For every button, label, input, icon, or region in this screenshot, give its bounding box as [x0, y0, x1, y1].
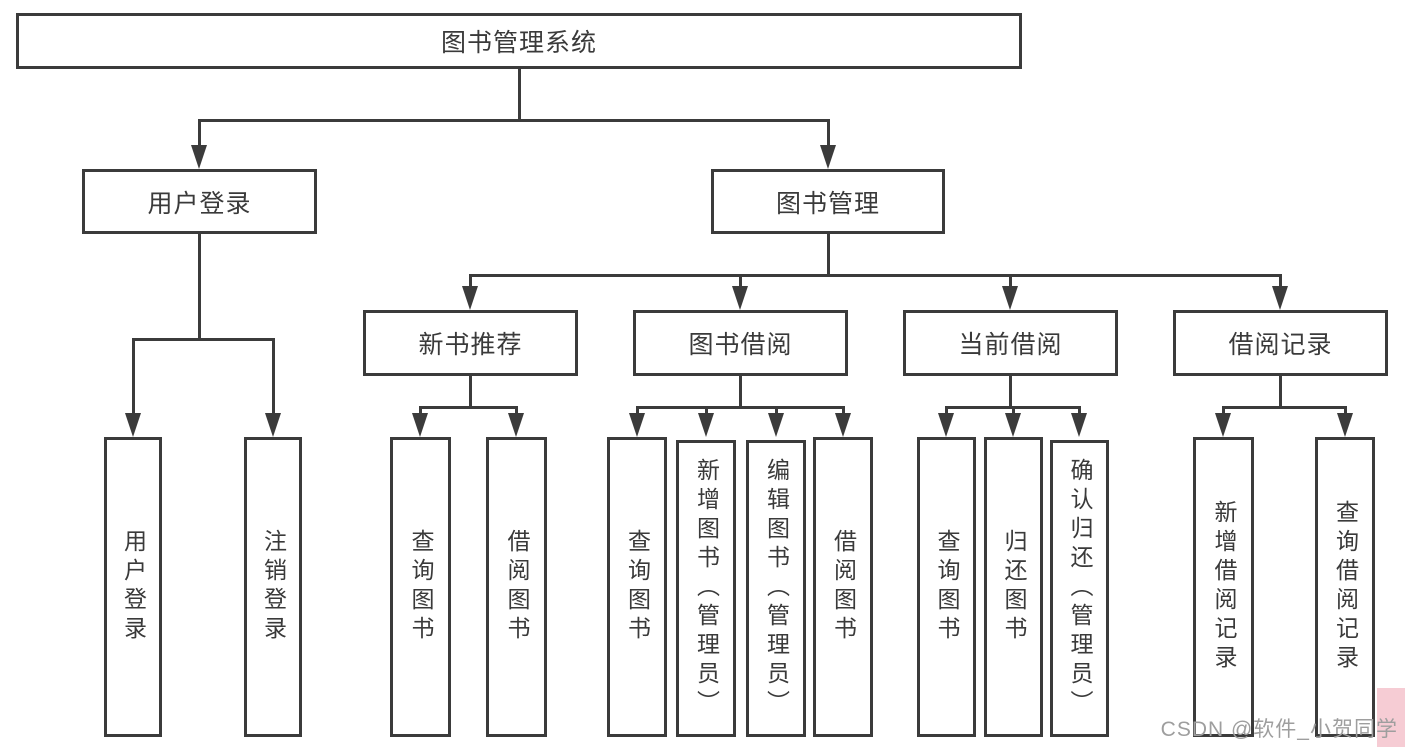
connector-vline — [198, 119, 201, 147]
arrow-down-icon — [938, 413, 954, 437]
leaf-label: 编辑图书（管理员） — [763, 458, 790, 719]
leaf-label: 归还图书 — [1001, 529, 1027, 645]
node-book-management: 图书管理 — [711, 169, 945, 234]
connector-vline — [1279, 376, 1282, 409]
connector-vline — [739, 274, 742, 288]
connector-hline — [1222, 406, 1346, 409]
arrow-down-icon — [1215, 413, 1231, 437]
watermark-highlight — [1377, 688, 1405, 747]
leaf-label: 新增借阅记录 — [1211, 500, 1237, 674]
arrow-down-icon — [732, 286, 748, 310]
arrow-down-icon — [1071, 413, 1087, 437]
leaf-label: 注销登录 — [260, 529, 287, 645]
connector-vline — [198, 234, 201, 338]
leaf-label: 查询图书 — [408, 529, 434, 645]
leaf-edit-books-admin: 编辑图书（管理员） — [746, 440, 806, 737]
connector-vline — [1222, 406, 1225, 414]
connector-vline — [272, 338, 275, 415]
connector-vline — [827, 234, 830, 274]
leaf-label: 借阅图书 — [830, 529, 857, 645]
leaf-label: 确认归还（管理员） — [1067, 458, 1093, 719]
connector-vline — [945, 406, 948, 414]
connector-vline — [469, 376, 472, 409]
connector-vline — [1078, 406, 1081, 414]
arrow-down-icon — [698, 413, 714, 437]
arrow-down-icon — [835, 413, 851, 437]
leaf-logout: 注销登录 — [244, 437, 302, 737]
node-label: 图书管理 — [775, 189, 880, 218]
connector-vline — [1009, 376, 1012, 409]
connector-vline — [1009, 274, 1012, 288]
node-label: 新书推荐 — [418, 331, 523, 359]
connector-vline — [1344, 406, 1347, 414]
connector-vline — [132, 338, 135, 415]
leaf-borrow-books-recommend: 借阅图书 — [486, 437, 547, 737]
leaf-borrow-books: 借阅图书 — [813, 437, 873, 737]
arrow-down-icon — [412, 413, 428, 437]
connector-vline — [419, 406, 422, 414]
connector-vline — [842, 406, 845, 414]
node-root: 图书管理系统 — [16, 13, 1022, 69]
node-root-label: 图书管理系统 — [440, 29, 597, 57]
connector-hline — [132, 338, 274, 341]
connector-hline — [419, 406, 517, 409]
arrow-down-icon — [508, 413, 524, 437]
connector-vline — [827, 119, 830, 147]
arrow-down-icon — [1272, 286, 1288, 310]
connector-vline — [705, 406, 708, 414]
leaf-return-books: 归还图书 — [984, 437, 1043, 737]
arrow-down-icon — [265, 413, 281, 437]
leaf-label: 查询借阅记录 — [1332, 500, 1359, 674]
arrow-down-icon — [1002, 286, 1018, 310]
leaf-label: 查询图书 — [934, 529, 960, 645]
leaf-query-borrow-record: 查询借阅记录 — [1315, 437, 1375, 737]
leaf-label: 借阅图书 — [504, 529, 530, 645]
node-current-borrow: 当前借阅 — [903, 310, 1118, 376]
node-label: 当前借阅 — [958, 331, 1063, 359]
leaf-label: 用户登录 — [120, 529, 147, 645]
connector-vline — [739, 376, 742, 409]
node-book-borrow: 图书借阅 — [633, 310, 848, 376]
connector-vline — [469, 274, 472, 288]
leaf-add-borrow-record: 新增借阅记录 — [1193, 437, 1254, 737]
leaf-label: 新增图书（管理员） — [693, 458, 720, 719]
leaf-query-books-borrow: 查询图书 — [607, 437, 667, 737]
arrow-down-icon — [1005, 413, 1021, 437]
arrow-down-icon — [462, 286, 478, 310]
leaf-label: 查询图书 — [624, 529, 651, 645]
connector-hline — [636, 406, 844, 409]
arrow-down-icon — [629, 413, 645, 437]
connector-vline — [518, 69, 521, 119]
connector-vline — [775, 406, 778, 414]
connector-vline — [1012, 406, 1015, 414]
node-label: 用户登录 — [147, 189, 252, 218]
connector-vline — [636, 406, 639, 414]
connector-vline — [1279, 274, 1282, 288]
connector-hline — [469, 274, 1281, 277]
arrow-down-icon — [1337, 413, 1353, 437]
arrow-down-icon — [820, 145, 836, 169]
connector-hline — [198, 119, 830, 122]
node-user-login: 用户登录 — [82, 169, 317, 234]
node-label: 借阅记录 — [1228, 331, 1333, 359]
leaf-confirm-return-admin: 确认归还（管理员） — [1050, 440, 1109, 737]
node-new-book-recommend: 新书推荐 — [363, 310, 578, 376]
connector-vline — [515, 406, 518, 414]
leaf-query-books-recommend: 查询图书 — [390, 437, 451, 737]
leaf-user-login: 用户登录 — [104, 437, 162, 737]
node-label: 图书借阅 — [688, 331, 793, 359]
leaf-add-books-admin: 新增图书（管理员） — [676, 440, 736, 737]
arrow-down-icon — [768, 413, 784, 437]
arrow-down-icon — [125, 413, 141, 437]
watermark-text: CSDN @软件_小贺同学 — [1160, 718, 1398, 741]
node-borrow-records: 借阅记录 — [1173, 310, 1388, 376]
leaf-query-books-current: 查询图书 — [917, 437, 976, 737]
arrow-down-icon — [191, 145, 207, 169]
